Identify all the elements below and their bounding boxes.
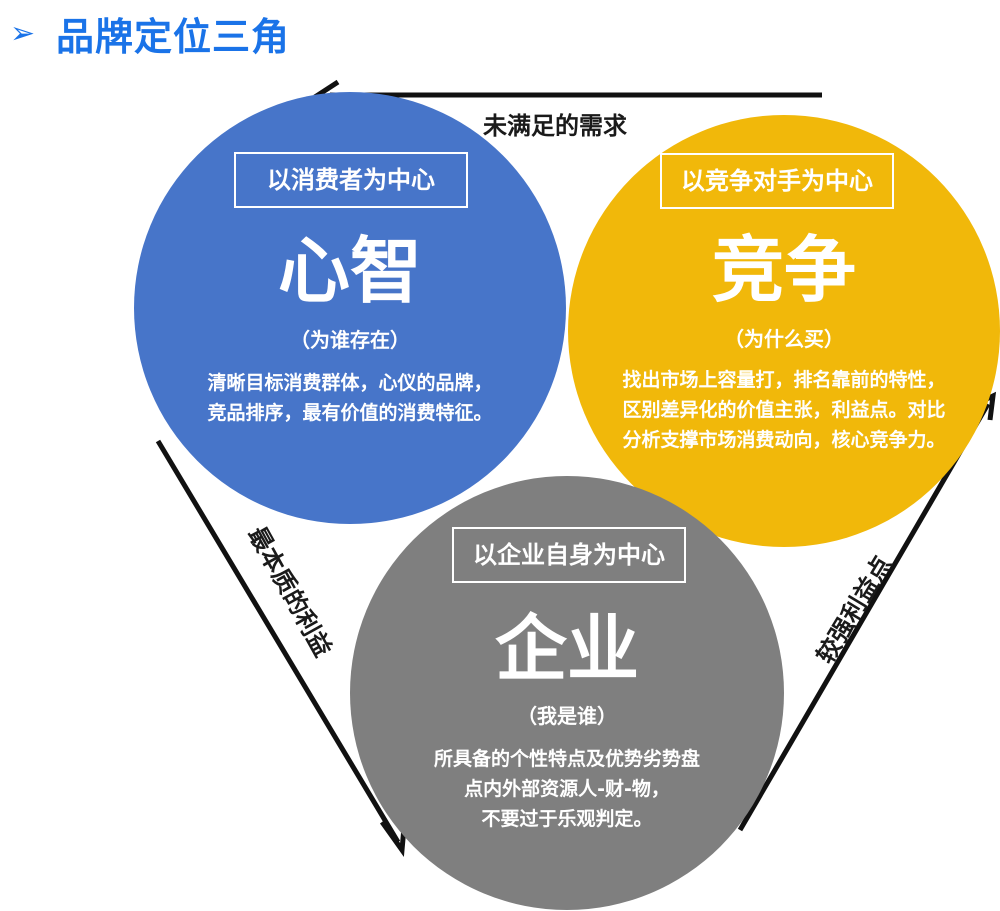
competition-desc-line: 区别差异化的价值主张，利益点。对比: [622, 399, 946, 421]
enterprise-circle: 以企业自身为中心 企业 （我是谁） 所具备的个性特点及优势劣势盘 点内外部资源人…: [350, 476, 784, 910]
consumer-description: 清晰目标消费群体，心仪的品牌， 竞品排序，最有价值的消费特征。: [134, 368, 566, 428]
arrow-bullet-icon: ➢: [10, 15, 36, 51]
page-title-row: ➢ 品牌定位三角: [10, 8, 291, 59]
enterprise-big-label: 企业: [494, 607, 639, 691]
enterprise-desc-line: 所具备的个性特点及优势劣势盘: [433, 748, 700, 770]
competition-big-label: 竞争: [711, 228, 856, 312]
consumer-big-label: 心智: [277, 229, 422, 313]
consumer-desc-line: 竞品排序，最有价值的消费特征。: [207, 402, 493, 424]
consumer-box-label: 以消费者为中心: [234, 152, 468, 208]
page-title: 品牌定位三角: [56, 14, 291, 59]
enterprise-desc-line: 不要过于乐观判定。: [481, 808, 653, 830]
competition-circle: 以竞争对手为中心 竞争 （为什么买） 找出市场上容量打，排名靠前的特性， 区别差…: [568, 115, 1000, 547]
enterprise-box-label: 以企业自身为中心: [452, 527, 686, 583]
consumer-circle: 以消费者为中心 心智 （为谁存在） 清晰目标消费群体，心仪的品牌， 竞品排序，最…: [134, 92, 566, 524]
competition-desc-line: 找出市场上容量打，排名靠前的特性，: [622, 369, 946, 391]
competition-sub-label: （为什么买）: [724, 327, 844, 351]
enterprise-desc-line: 点内外部资源人-财-物，: [464, 778, 670, 800]
competition-desc-line: 分析支撑市场消费动向，核心竞争力。: [622, 429, 946, 451]
right-arrow-line: [737, 402, 991, 832]
top-arrow-label: 未满足的需求: [483, 112, 627, 140]
left-arrow-line: [155, 439, 401, 844]
competition-description: 找出市场上容量打，排名靠前的特性， 区别差异化的价值主张，利益点。对比 分析支撑…: [568, 365, 1000, 455]
consumer-desc-line: 清晰目标消费群体，心仪的品牌，: [207, 372, 493, 394]
competition-box-label: 以竞争对手为中心: [660, 153, 894, 209]
enterprise-description: 所具备的个性特点及优势劣势盘 点内外部资源人-财-物， 不要过于乐观判定。: [350, 744, 784, 834]
consumer-sub-label: （为谁存在）: [290, 328, 410, 352]
enterprise-sub-label: （我是谁）: [517, 704, 617, 728]
